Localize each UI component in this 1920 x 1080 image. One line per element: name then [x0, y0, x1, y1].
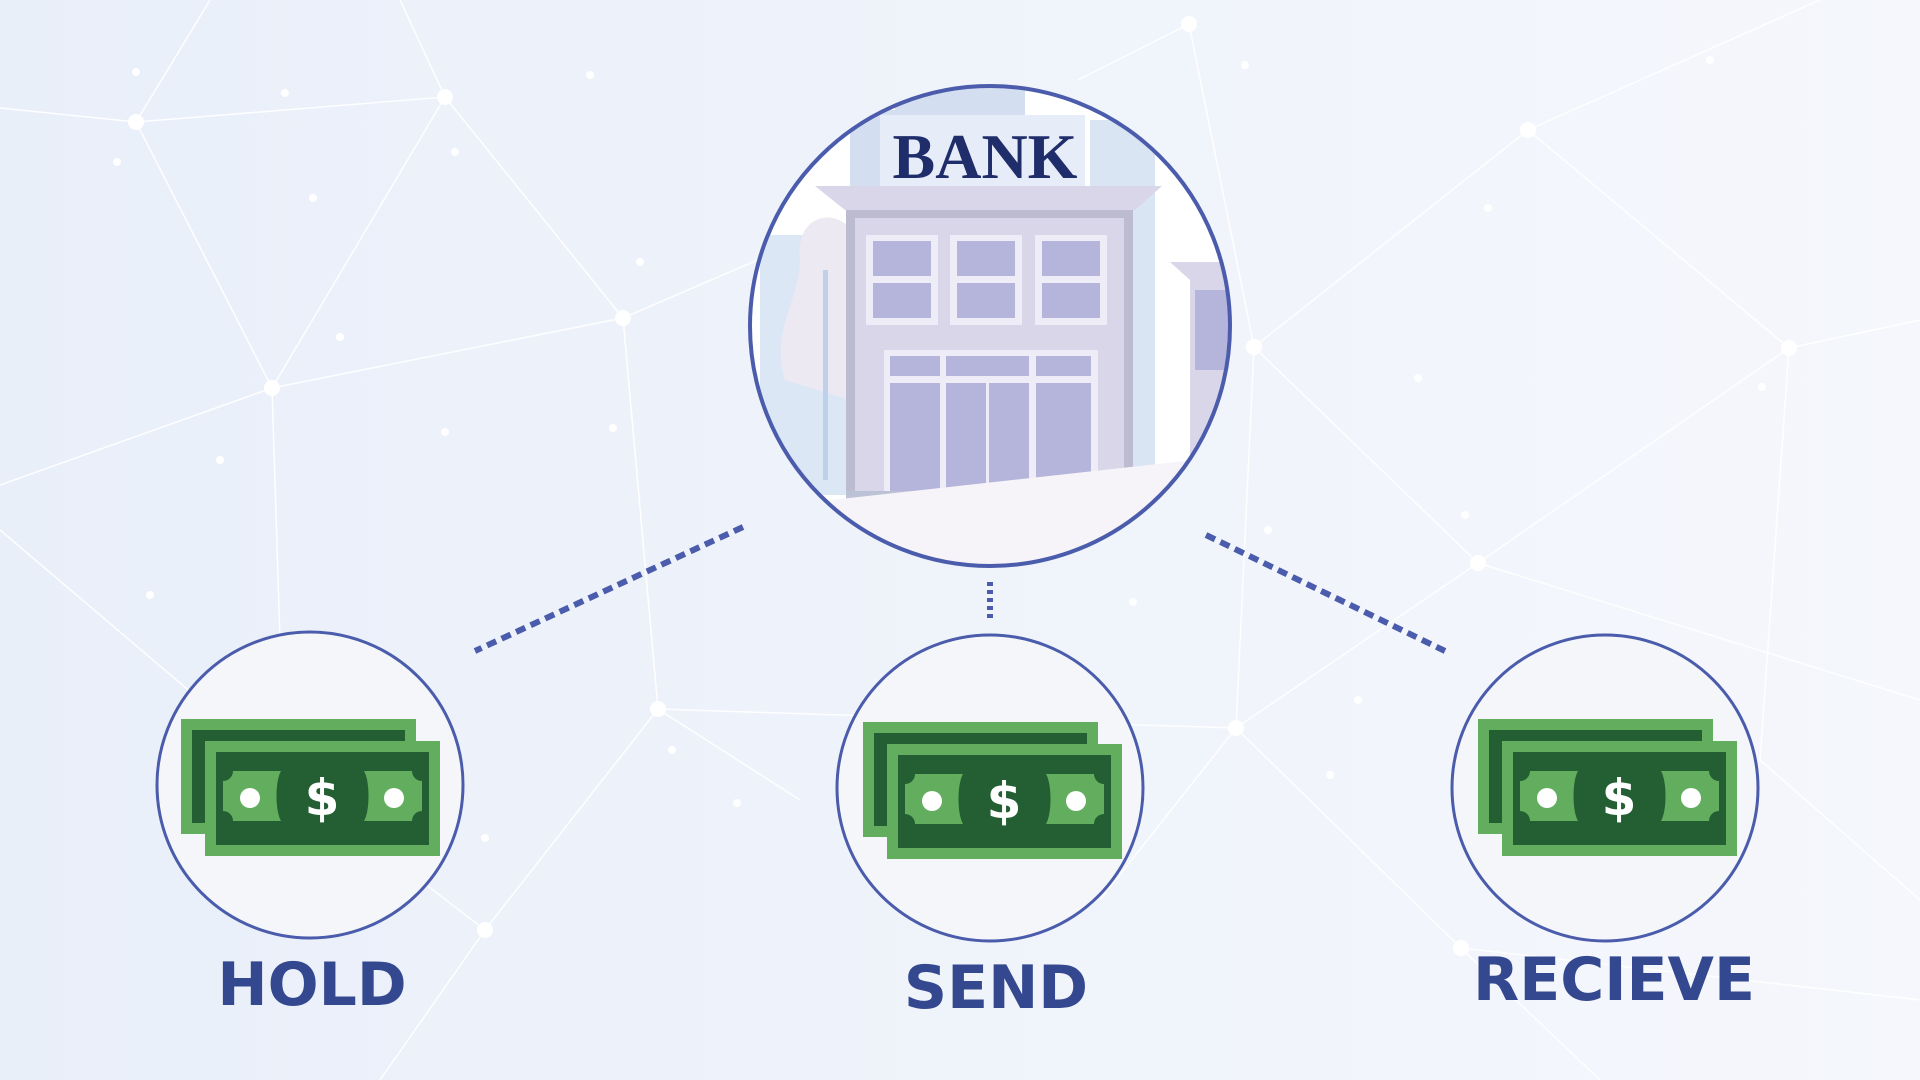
dollar-sign: $ — [1602, 769, 1637, 827]
dollar-sign: $ — [305, 769, 340, 827]
recieve-label: RECIEVE — [1473, 945, 1755, 1015]
cash-icon: $ — [863, 722, 1122, 859]
connector-bank-recieve — [1204, 532, 1447, 654]
hold-node[interactable]: $ HOLD — [155, 630, 465, 1020]
connector-bank-hold — [473, 524, 745, 654]
bank-circle — [748, 84, 1232, 568]
bank-node: BANK — [748, 84, 1232, 568]
bank-building-illustration: BANK — [750, 86, 1230, 566]
send-label: SEND — [904, 953, 1088, 1023]
recieve-node[interactable]: $ RECIEVE — [1450, 633, 1760, 1015]
dollar-sign: $ — [987, 772, 1022, 830]
cash-icon: $ — [181, 719, 440, 856]
connector-lines — [473, 524, 1447, 654]
cash-icon: $ — [1478, 719, 1737, 856]
send-node[interactable]: $ SEND — [835, 633, 1145, 1023]
hold-label: HOLD — [217, 950, 406, 1020]
bank-sign — [880, 115, 1085, 187]
network-nodes — [113, 16, 1797, 956]
bank-sign-text: BANK — [893, 121, 1078, 192]
